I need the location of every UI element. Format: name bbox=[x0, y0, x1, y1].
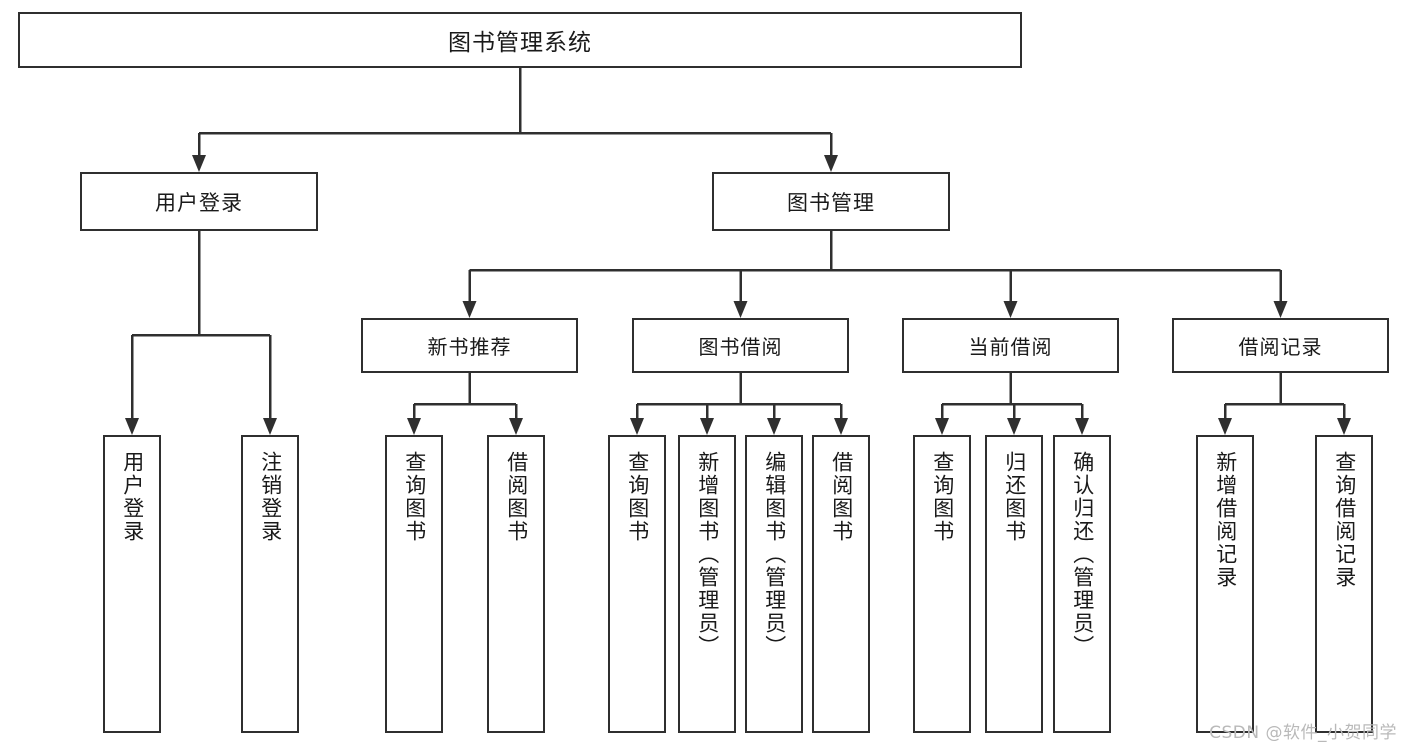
node-current-borrow[interactable]: 当前借阅 bbox=[902, 318, 1119, 373]
node-leaf-query-book-2[interactable]: 查询图书 bbox=[608, 435, 666, 733]
node-leaf-query-book-2-label: 查询图书 bbox=[625, 451, 650, 543]
node-book-manage[interactable]: 图书管理 bbox=[712, 172, 950, 231]
node-leaf-return-book[interactable]: 归还图书 bbox=[985, 435, 1043, 733]
node-leaf-return-book-label: 归还图书 bbox=[1002, 451, 1027, 543]
node-leaf-query-record-label: 查询借阅记录 bbox=[1332, 451, 1357, 589]
node-leaf-query-book-3-label: 查询图书 bbox=[930, 451, 955, 543]
node-borrow-record-label: 借阅记录 bbox=[1238, 335, 1323, 359]
node-current-borrow-label: 当前借阅 bbox=[968, 335, 1053, 359]
csdn-watermark: CSDN @软件_小贺同学 bbox=[1209, 723, 1397, 743]
node-leaf-query-record[interactable]: 查询借阅记录 bbox=[1315, 435, 1373, 733]
node-leaf-logout-login[interactable]: 注销登录 bbox=[241, 435, 299, 733]
node-leaf-borrow-book-2[interactable]: 借阅图书 bbox=[812, 435, 870, 733]
node-leaf-user-login[interactable]: 用户登录 bbox=[103, 435, 161, 733]
node-leaf-query-book-1[interactable]: 查询图书 bbox=[385, 435, 443, 733]
node-leaf-borrow-book-1[interactable]: 借阅图书 bbox=[487, 435, 545, 733]
node-leaf-edit-book-admin[interactable]: 编辑图书（管理员） bbox=[745, 435, 803, 733]
node-leaf-query-book-3[interactable]: 查询图书 bbox=[913, 435, 971, 733]
node-user-login[interactable]: 用户登录 bbox=[80, 172, 318, 231]
node-new-book-recommend-label: 新书推荐 bbox=[427, 335, 512, 359]
node-book-manage-label: 图书管理 bbox=[787, 190, 875, 215]
node-leaf-borrow-book-2-label: 借阅图书 bbox=[829, 451, 854, 543]
node-leaf-borrow-book-1-label: 借阅图书 bbox=[504, 451, 529, 543]
node-book-borrow[interactable]: 图书借阅 bbox=[632, 318, 849, 373]
node-leaf-confirm-return-label: 确认归还（管理员） bbox=[1070, 451, 1095, 658]
node-leaf-logout-login-label: 注销登录 bbox=[258, 451, 283, 543]
node-borrow-record[interactable]: 借阅记录 bbox=[1172, 318, 1389, 373]
node-leaf-add-record[interactable]: 新增借阅记录 bbox=[1196, 435, 1254, 733]
node-new-book-recommend[interactable]: 新书推荐 bbox=[361, 318, 578, 373]
node-leaf-add-book-admin[interactable]: 新增图书（管理员） bbox=[678, 435, 736, 733]
node-root[interactable]: 图书管理系统 bbox=[18, 12, 1022, 68]
node-user-login-label: 用户登录 bbox=[155, 190, 243, 215]
node-leaf-user-login-label: 用户登录 bbox=[120, 451, 145, 543]
node-leaf-query-book-1-label: 查询图书 bbox=[402, 451, 427, 543]
node-root-label: 图书管理系统 bbox=[448, 30, 592, 56]
node-leaf-edit-book-admin-label: 编辑图书（管理员） bbox=[762, 451, 787, 658]
node-leaf-add-book-admin-label: 新增图书（管理员） bbox=[695, 451, 720, 658]
node-leaf-confirm-return[interactable]: 确认归还（管理员） bbox=[1053, 435, 1111, 733]
node-book-borrow-label: 图书借阅 bbox=[698, 335, 783, 359]
node-leaf-add-record-label: 新增借阅记录 bbox=[1213, 451, 1238, 589]
